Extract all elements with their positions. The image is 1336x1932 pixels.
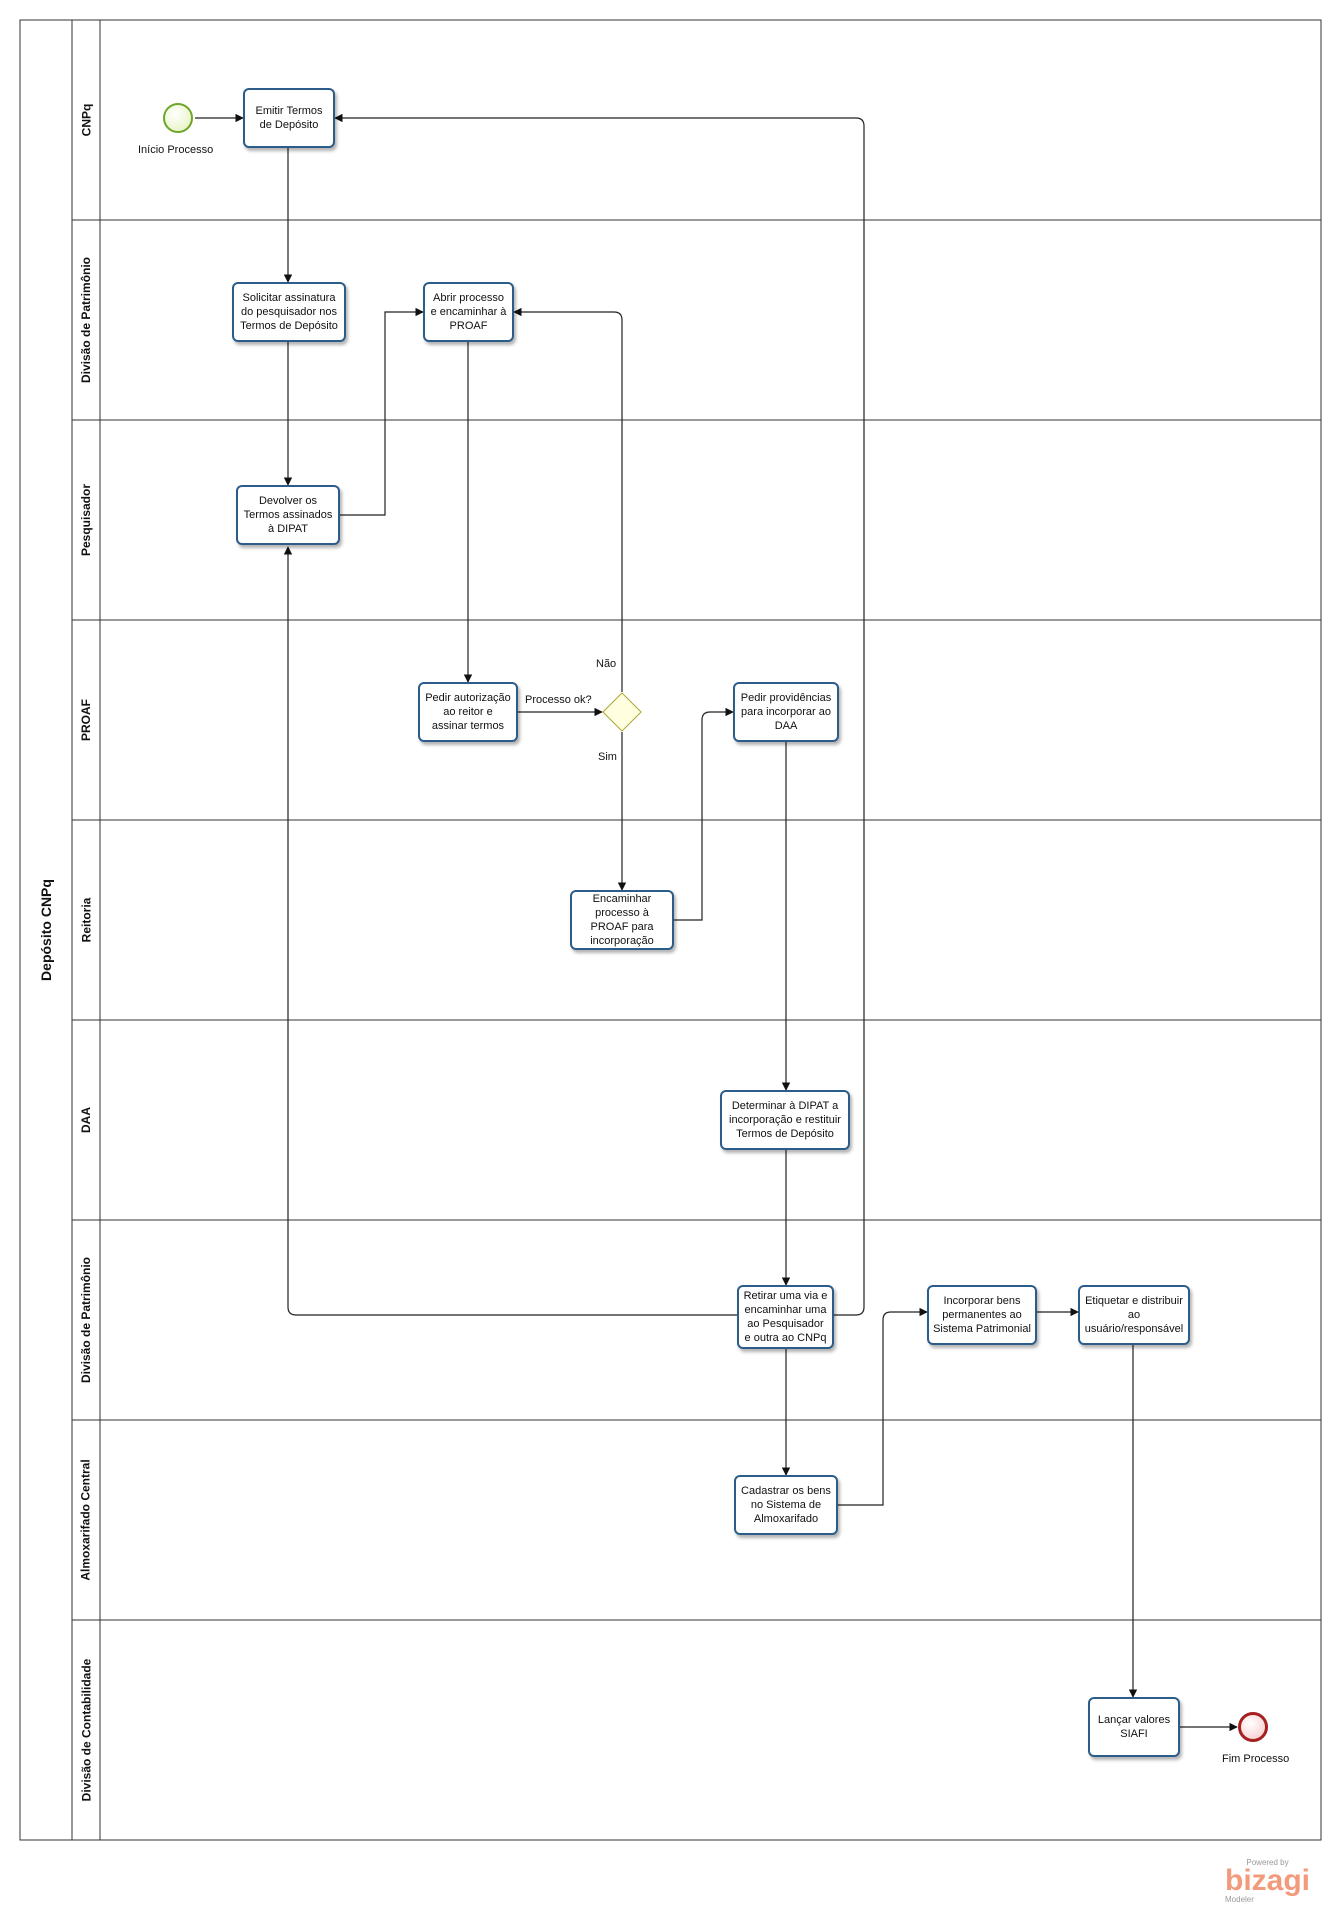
end-event-label: Fim Processo — [1222, 1753, 1290, 1765]
logo-brand-text: bizagi — [1225, 1864, 1311, 1897]
task-cadastrar-bens[interactable]: Cadastrar os bens no Sistema de Almoxari… — [734, 1475, 838, 1535]
task-emitir-termos[interactable]: Emitir Termos de Depósito — [243, 88, 335, 148]
lane-divisao-patrimonio-2: Divisão de Patrimônio — [72, 1220, 100, 1420]
logo-product-text: Modeler — [1225, 1895, 1254, 1904]
flow-gateway-no-to-abrir — [513, 307, 623, 692]
lane-almoxarifado-central: Almoxarifado Central — [72, 1420, 100, 1620]
task-abrir-processo[interactable]: Abrir processo e encaminhar à PROAF — [423, 282, 514, 342]
lane-label-text: Almoxarifado Central — [79, 1459, 94, 1581]
task-pedir-providencias[interactable]: Pedir providências para incorporar ao DA… — [733, 682, 839, 742]
task-determinar-dipat[interactable]: Determinar à DIPAT a incorporação e rest… — [720, 1090, 850, 1150]
task-etiquetar-distribuir[interactable]: Etiquetar e distribuir ao usuário/respon… — [1078, 1285, 1190, 1345]
lane-label-text: DAA — [79, 1107, 93, 1133]
flow-encaminhar-to-pedir-providencias — [672, 707, 734, 921]
gateway-question-label: Processo ok? — [525, 694, 592, 706]
pool-border — [19, 19, 1322, 1841]
lane-label-text: PROAF — [79, 699, 93, 741]
lane-cnpq: CNPq — [72, 20, 100, 220]
flow-retirar-to-emitir — [334, 113, 865, 1316]
bizagi-logo: Powered by bizagi Modeler — [1225, 1858, 1310, 1904]
lane-label-text: Divisão de Patrimônio — [79, 256, 93, 384]
lane-pesquisador: Pesquisador — [72, 420, 100, 620]
start-event[interactable] — [163, 103, 193, 133]
lane-label-text: Pesquisador — [79, 483, 93, 557]
lane-divisao-patrimonio: Divisão de Patrimônio — [72, 220, 100, 420]
task-devolver-termos[interactable]: Devolver os Termos assinados à DIPAT — [236, 485, 340, 545]
gateway-yes-label: Sim — [598, 751, 617, 763]
task-lancar-valores[interactable]: Lançar valores SIAFI — [1088, 1697, 1180, 1757]
lane-label-text: CNPq — [79, 103, 94, 137]
logo-powered-text: Powered by — [1246, 1858, 1289, 1867]
lane-label-text: Divisão de Patrimônio — [79, 1256, 93, 1384]
start-event-label: Início Processo — [138, 144, 214, 156]
lane-divisao-contabilidade: Divisão de Contabilidade — [72, 1620, 100, 1840]
flow-retirar-to-devolver — [283, 546, 737, 1316]
lane-label-text: Reitoria — [79, 897, 93, 943]
task-incorporar-bens[interactable]: Incorporar bens permanentes ao Sistema P… — [927, 1285, 1037, 1345]
gateway-no-label: Não — [596, 658, 617, 670]
flow-devolver-to-abrir — [340, 307, 424, 516]
task-pedir-autorizacao[interactable]: Pedir autorização ao reitor e assinar te… — [418, 682, 518, 742]
task-encaminhar-processo[interactable]: Encaminhar processo à PROAF para incorpo… — [570, 890, 674, 950]
task-solicitar-assinatura[interactable]: Solicitar assinatura do pesquisador nos … — [232, 282, 346, 342]
pool-title: Depósito CNPq — [20, 20, 72, 1840]
lane-label-text: Divisão de Contabilidade — [79, 1658, 94, 1802]
lane-proaf: PROAF — [72, 620, 100, 820]
lane-daa: DAA — [72, 1020, 100, 1220]
flow-cadastrar-to-incorporar — [838, 1307, 928, 1506]
end-event[interactable] — [1238, 1712, 1268, 1742]
lane-reitoria: Reitoria — [72, 820, 100, 1020]
pool-title-text: Depósito CNPq — [38, 879, 55, 981]
task-retirar-via[interactable]: Retirar uma via e encaminhar uma ao Pesq… — [737, 1285, 834, 1349]
